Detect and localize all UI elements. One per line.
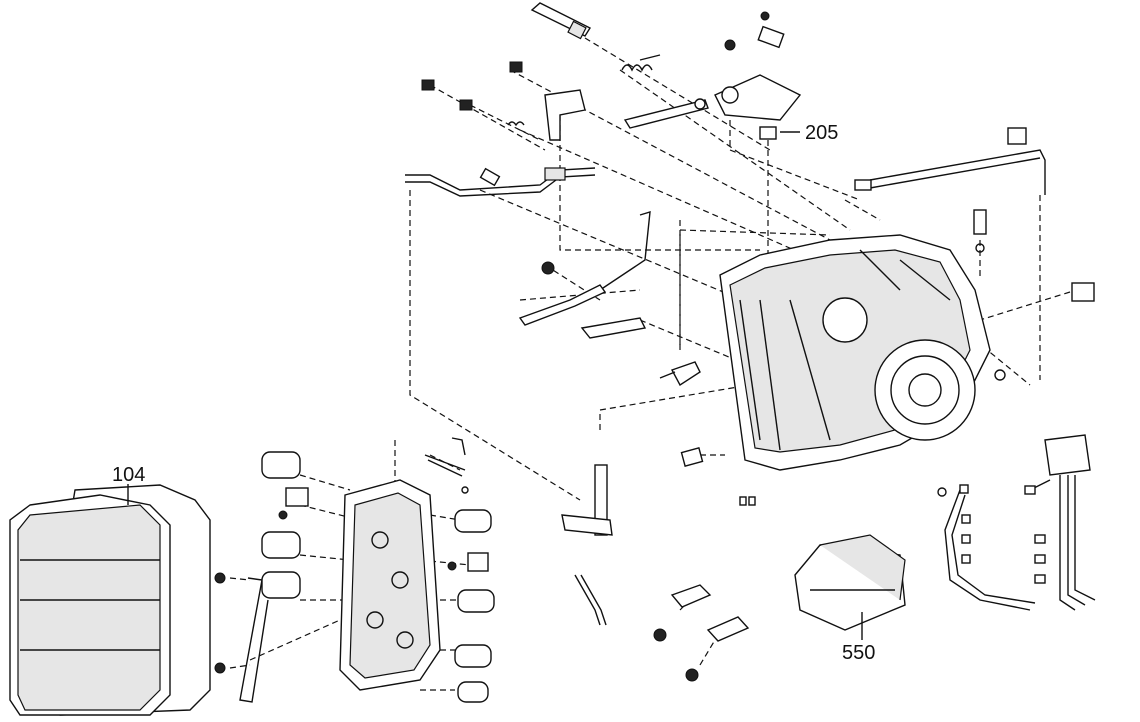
- mounting-bracket: [544, 89, 586, 141]
- callout-104-label: 104: [112, 464, 145, 486]
- solenoids-left: [261, 451, 309, 599]
- callout-550: 550: [842, 612, 875, 664]
- shift-link-arm: [623, 98, 709, 129]
- transmission-housing: [719, 234, 991, 471]
- oil-tube-right: [854, 127, 1046, 195]
- callout-104: 104: [112, 464, 145, 505]
- callout-550-label: 550: [842, 642, 875, 664]
- neutral-switch: [714, 11, 802, 140]
- valve-body-strip: [214, 572, 269, 703]
- drain-plug: [680, 447, 756, 506]
- speed-sensors: [653, 584, 750, 682]
- oil-tube-left: [405, 167, 596, 197]
- callout-205-label: 205: [805, 122, 838, 144]
- solenoids-right: [447, 509, 495, 703]
- top-dipstick-tube: [530, 2, 592, 40]
- shift-shaft: [561, 464, 613, 626]
- plug-far-right: [994, 282, 1095, 381]
- sensor-right: [973, 209, 987, 253]
- callout-205: 205: [780, 122, 838, 144]
- center-lever-assembly: [518, 211, 701, 387]
- small-plug-center: [479, 167, 501, 187]
- upper-left-bolts: [421, 61, 525, 127]
- valve-body: [339, 479, 441, 691]
- oil-pan: [9, 484, 211, 716]
- oil-strainer: [794, 534, 906, 631]
- valve-pins: [424, 437, 469, 494]
- wire-harness: [937, 434, 1096, 611]
- spring-top: [621, 54, 661, 72]
